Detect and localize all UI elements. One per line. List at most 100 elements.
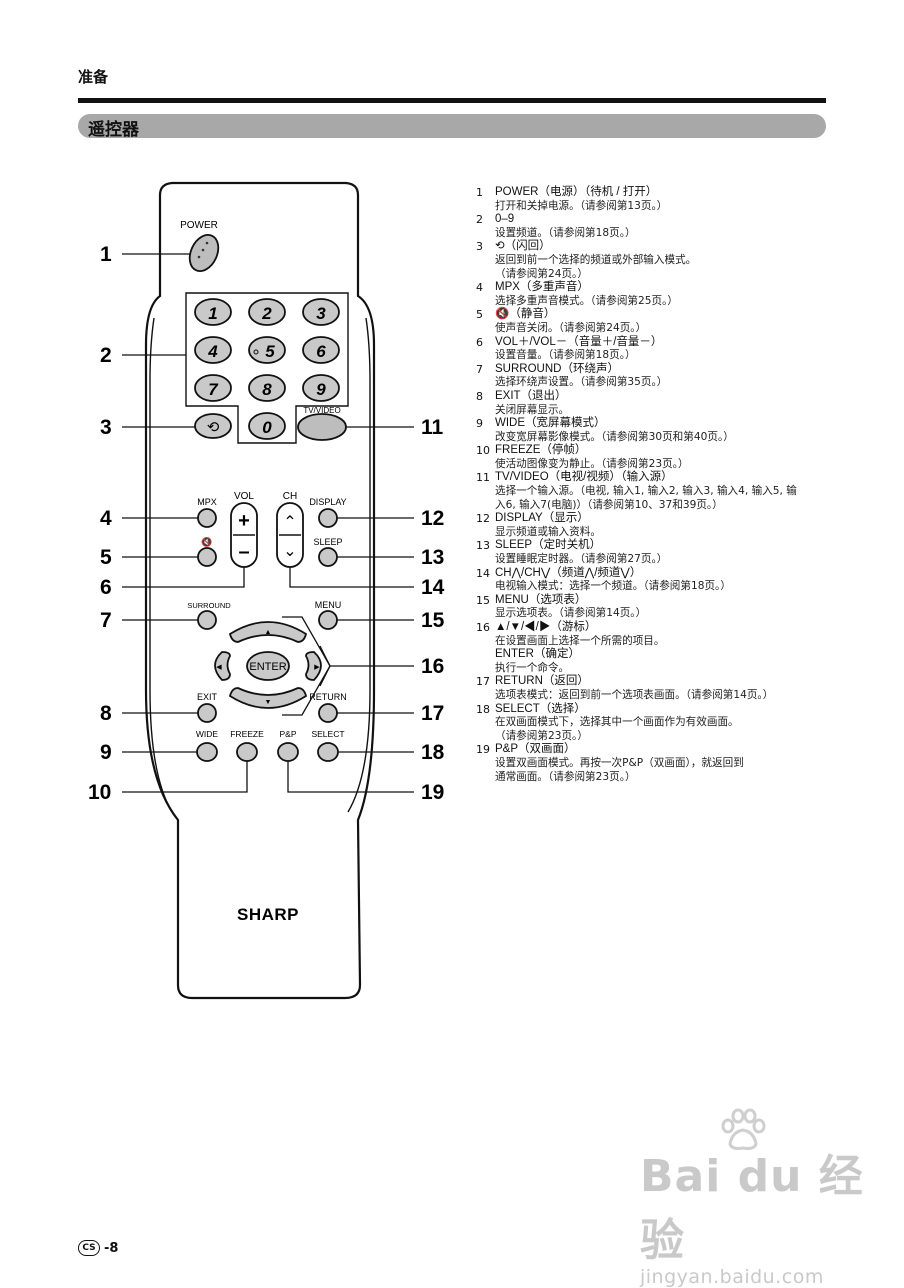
surround-label: SURROUND bbox=[187, 601, 231, 610]
digit-8-button[interactable] bbox=[248, 374, 286, 402]
desc-number: 3 bbox=[476, 240, 483, 254]
enter-button[interactable] bbox=[246, 651, 290, 681]
freeze-label: FREEZE bbox=[230, 729, 264, 739]
remote-body-edge bbox=[149, 317, 371, 813]
desc-number: 17 bbox=[476, 675, 490, 689]
digit-0-button[interactable] bbox=[248, 412, 286, 440]
desc-text: 使声音关闭。（请参阅第24页。） bbox=[495, 321, 647, 334]
callout-leaders bbox=[122, 253, 414, 793]
power-dot bbox=[201, 248, 205, 252]
exit-label: EXIT bbox=[197, 692, 218, 702]
callout-18: 18 bbox=[421, 741, 445, 764]
desc-heading: RETURN（返回） bbox=[495, 675, 589, 688]
digit-7-button[interactable] bbox=[194, 374, 232, 402]
desc-text: 打开和关掉电源。（请参阅第13页。） bbox=[495, 199, 668, 212]
digit-buttons: 1 2 3 4 5 6 7 8 9 0 bbox=[194, 298, 340, 440]
desc-item: 11 TV/VIDEO（电视/视频）（输入源） 选择一个输入源。（电视, 输入1… bbox=[476, 471, 846, 512]
remote-illustration: POWER 1 2 3 4 5 6 7 8 9 0 ⟲ TV/VIDEO MPX… bbox=[88, 181, 445, 1000]
desc-item: 4 MPX（多重声音） 选择多重声音模式。（请参阅第25页。） bbox=[476, 281, 846, 308]
digit-9-button[interactable] bbox=[302, 374, 340, 402]
return-button[interactable] bbox=[318, 703, 338, 723]
digit-6-button[interactable] bbox=[302, 336, 340, 364]
wide-label: WIDE bbox=[196, 729, 219, 739]
desc-heading: ⟲（闪回） bbox=[495, 240, 551, 253]
cursor-down-button[interactable] bbox=[228, 687, 308, 709]
desc-number: 13 bbox=[476, 539, 490, 553]
wide-button[interactable] bbox=[196, 742, 218, 762]
callout-14: 14 bbox=[421, 576, 445, 599]
desc-item: 10 FREEZE（停帧） 使活动图像变为静止。（请参阅第23页。） bbox=[476, 444, 846, 471]
display-label: DISPLAY bbox=[309, 497, 346, 507]
callout-15: 15 bbox=[421, 609, 445, 632]
desc-heading: SELECT（选择） bbox=[495, 702, 586, 715]
cursor-left-button[interactable] bbox=[214, 651, 231, 681]
digit-4-button[interactable] bbox=[194, 336, 232, 364]
callout-11: 11 bbox=[421, 416, 444, 439]
tvvideo-button[interactable] bbox=[297, 413, 347, 441]
mpx-button[interactable] bbox=[197, 508, 217, 528]
digit-1-label: 1 bbox=[208, 304, 217, 323]
desc-number: 5 bbox=[476, 308, 483, 322]
desc-heading: DISPLAY（显示） bbox=[495, 512, 589, 525]
digit-3-button[interactable] bbox=[302, 298, 340, 326]
callout-9: 9 bbox=[100, 741, 112, 764]
desc-text: 选择一个输入源。（电视, 输入1, 输入2, 输入3, 输入4, 输入5, 输 bbox=[495, 485, 797, 498]
desc-text: 执行一个命令。 bbox=[495, 661, 570, 674]
menu-button[interactable] bbox=[318, 610, 338, 630]
digit-5-tactile-dot bbox=[253, 349, 259, 355]
desc-text: 关闭屏幕显示。 bbox=[495, 403, 570, 416]
desc-number: 18 bbox=[476, 702, 490, 716]
desc-item: 6 VOL＋/VOL－（音量＋/音量－） 设置音量。（请参阅第18页。） bbox=[476, 336, 846, 363]
digit-group-outline bbox=[185, 292, 349, 444]
digit-1-button[interactable] bbox=[194, 298, 232, 326]
desc-item: 18 SELECT（选择） 在双画面模式下，选择其中一个画面作为有效画面。 （请… bbox=[476, 703, 846, 744]
select-button[interactable] bbox=[317, 742, 339, 762]
digit-2-button[interactable] bbox=[248, 298, 286, 326]
desc-text: 显示选项表。（请参阅第14页。） bbox=[495, 607, 647, 620]
watermark-logo: Bai du 经验 bbox=[640, 1151, 864, 1266]
desc-item: 15 MENU（选项表） 显示选项表。（请参阅第14页。） bbox=[476, 594, 846, 621]
freeze-button[interactable] bbox=[236, 742, 258, 762]
desc-text: 选项表模式：返回到前一个选项表画面。（请参阅第14页。） bbox=[495, 688, 774, 701]
desc-text: （请参阅第24页。） bbox=[495, 267, 588, 280]
digit-2-label: 2 bbox=[261, 304, 272, 323]
desc-text: 通常画面。（请参阅第23页。） bbox=[495, 770, 636, 783]
display-button[interactable] bbox=[318, 508, 338, 528]
desc-heading: CH⋀/CH⋁（频道⋀/频道⋁） bbox=[495, 566, 642, 579]
exit-button[interactable] bbox=[197, 703, 217, 723]
desc-heading: 🔇（静音） bbox=[495, 308, 556, 321]
power-button[interactable] bbox=[184, 230, 224, 275]
cursor-up-button[interactable] bbox=[228, 621, 308, 643]
sleep-label: SLEEP bbox=[313, 537, 342, 547]
desc-item: 1 POWER（电源）（待机 / 打开） 打开和关掉电源。（请参阅第13页。） bbox=[476, 186, 846, 213]
section-label: 准备 bbox=[78, 68, 109, 86]
desc-heading: P&P（双画面） bbox=[495, 743, 576, 756]
digit-5-label: 5 bbox=[265, 342, 275, 361]
desc-text: 设置双画面模式。再按一次P&P（双画面），就返回到 bbox=[495, 756, 744, 769]
paw-icon bbox=[721, 1108, 766, 1150]
desc-number: 8 bbox=[476, 389, 483, 403]
desc-heading: VOL＋/VOL－（音量＋/音量－） bbox=[495, 335, 663, 348]
desc-heading: EXIT（退出） bbox=[495, 389, 567, 402]
pp-button[interactable] bbox=[277, 742, 299, 762]
page-footer: CS -8 bbox=[78, 1240, 118, 1256]
surround-button[interactable] bbox=[197, 610, 217, 630]
sleep-button[interactable] bbox=[318, 547, 338, 567]
select-label: SELECT bbox=[311, 729, 344, 739]
callout-2: 2 bbox=[100, 344, 112, 367]
callout-numbers: 1 2 3 4 5 6 7 8 9 10 11 12 13 14 15 16 1… bbox=[88, 243, 445, 804]
cursor-right-button[interactable] bbox=[305, 651, 322, 681]
desc-heading: FREEZE（停帧） bbox=[495, 444, 587, 457]
menu-label: MENU bbox=[315, 600, 342, 610]
brand-logo: SHARP bbox=[237, 905, 299, 924]
desc-text: 电视输入模式：选择一个频道。（请参阅第18页。） bbox=[495, 580, 731, 593]
cursor-left-icon: ◀ bbox=[216, 664, 222, 671]
digit-5-button[interactable] bbox=[248, 336, 286, 364]
language-badge: CS bbox=[78, 1240, 100, 1256]
mute-button[interactable] bbox=[197, 547, 217, 567]
desc-item: 14 CH⋀/CH⋁（频道⋀/频道⋁） 电视输入模式：选择一个频道。（请参阅第1… bbox=[476, 567, 846, 594]
flashback-button[interactable] bbox=[194, 413, 232, 439]
power-label: POWER bbox=[180, 220, 218, 231]
digit-4-label: 4 bbox=[207, 342, 218, 361]
desc-heading: 0–9 bbox=[495, 213, 515, 226]
